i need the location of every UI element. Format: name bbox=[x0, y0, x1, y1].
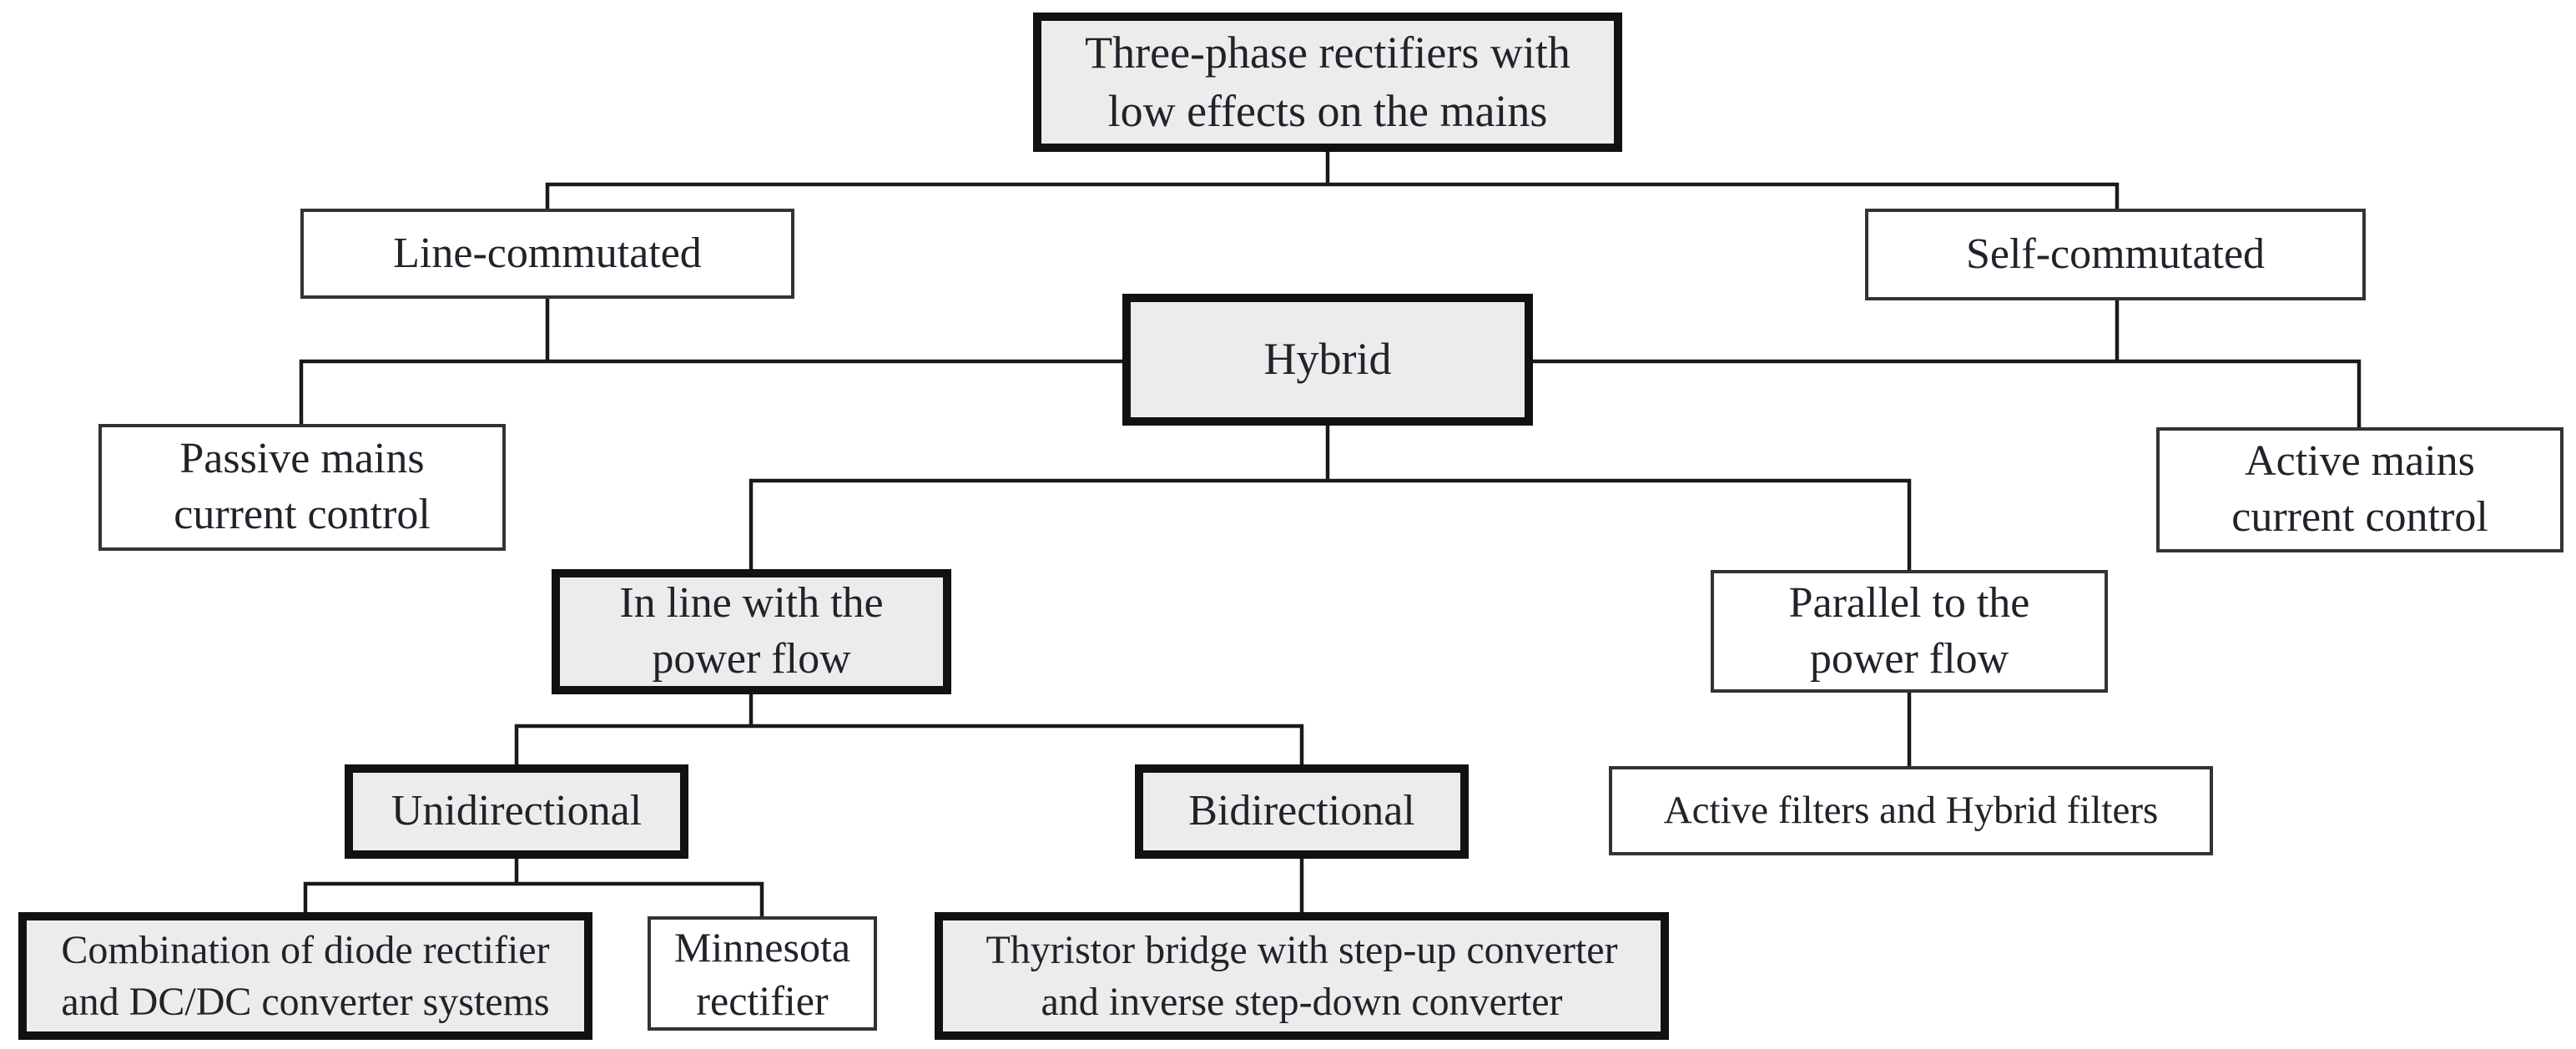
node-combination-line-2: and DC/DC converter systems bbox=[61, 979, 550, 1024]
node-active-mains-current-control: Active mains current control bbox=[2156, 427, 2563, 552]
node-active-mains-line-1: Active mains bbox=[2245, 437, 2475, 486]
node-active-mains-line-2: current control bbox=[2231, 493, 2488, 541]
node-hybrid: Hybrid bbox=[1122, 294, 1533, 426]
node-active-filters-label: Active filters and Hybrid filters bbox=[1663, 789, 2159, 833]
node-combination-diode-rectifier: Combination of diode rectifier and DC/DC… bbox=[18, 912, 592, 1040]
node-passive-mains-line-2: current control bbox=[174, 491, 431, 538]
node-thyristor-line-1: Thyristor bridge with step-up converter bbox=[986, 928, 1618, 973]
connector-level1-bus bbox=[545, 182, 2120, 209]
node-self-commutated-label: Self-commutated bbox=[1965, 229, 2266, 278]
node-line-commutated: Line-commutated bbox=[300, 209, 794, 299]
node-thyristor-bridge: Thyristor bridge with step-up converter … bbox=[935, 912, 1669, 1040]
node-parallel-line-1: Parallel to the bbox=[1788, 578, 2030, 627]
node-root-line-2: low effects on the mains bbox=[1107, 85, 1548, 136]
node-unidirectional: Unidirectional bbox=[345, 764, 688, 859]
node-in-line-line-1: In line with the bbox=[619, 579, 884, 628]
node-passive-mains-current-control: Passive mains current control bbox=[98, 424, 506, 551]
node-in-line-with-power-flow: In line with the power flow bbox=[552, 569, 951, 694]
connector-hybrid-bus bbox=[749, 478, 1912, 570]
node-unidirectional-label: Unidirectional bbox=[391, 787, 643, 835]
node-combination-line-1: Combination of diode rectifier bbox=[61, 928, 550, 973]
connector-in-line-bus bbox=[514, 724, 1304, 764]
node-bidirectional: Bidirectional bbox=[1135, 764, 1469, 859]
node-active-filters-hybrid-filters: Active filters and Hybrid filters bbox=[1609, 766, 2213, 855]
node-parallel-to-power-flow: Parallel to the power flow bbox=[1711, 570, 2108, 693]
node-line-commutated-label: Line-commutated bbox=[393, 229, 702, 277]
node-minnesota-line-2: rectifier bbox=[696, 976, 829, 1024]
connector-left-to-hybrid bbox=[299, 359, 1122, 424]
node-bidirectional-label: Bidirectional bbox=[1188, 787, 1415, 835]
node-parallel-line-2: power flow bbox=[1809, 634, 2009, 683]
node-hybrid-label: Hybrid bbox=[1263, 334, 1392, 385]
node-root: Three-phase rectifiers with low effects … bbox=[1033, 13, 1622, 152]
node-minnesota-line-1: Minnesota bbox=[673, 923, 851, 971]
node-minnesota-rectifier: Minnesota rectifier bbox=[648, 916, 877, 1031]
node-in-line-line-2: power flow bbox=[652, 635, 851, 683]
node-root-line-1: Three-phase rectifiers with bbox=[1085, 28, 1570, 78]
node-thyristor-line-2: and inverse step-down converter bbox=[1041, 979, 1563, 1024]
connector-right-to-hybrid bbox=[1533, 359, 2362, 427]
node-self-commutated: Self-commutated bbox=[1865, 209, 2366, 300]
node-passive-mains-line-1: Passive mains bbox=[179, 435, 425, 483]
connector-unidirectional-bus bbox=[303, 881, 764, 916]
